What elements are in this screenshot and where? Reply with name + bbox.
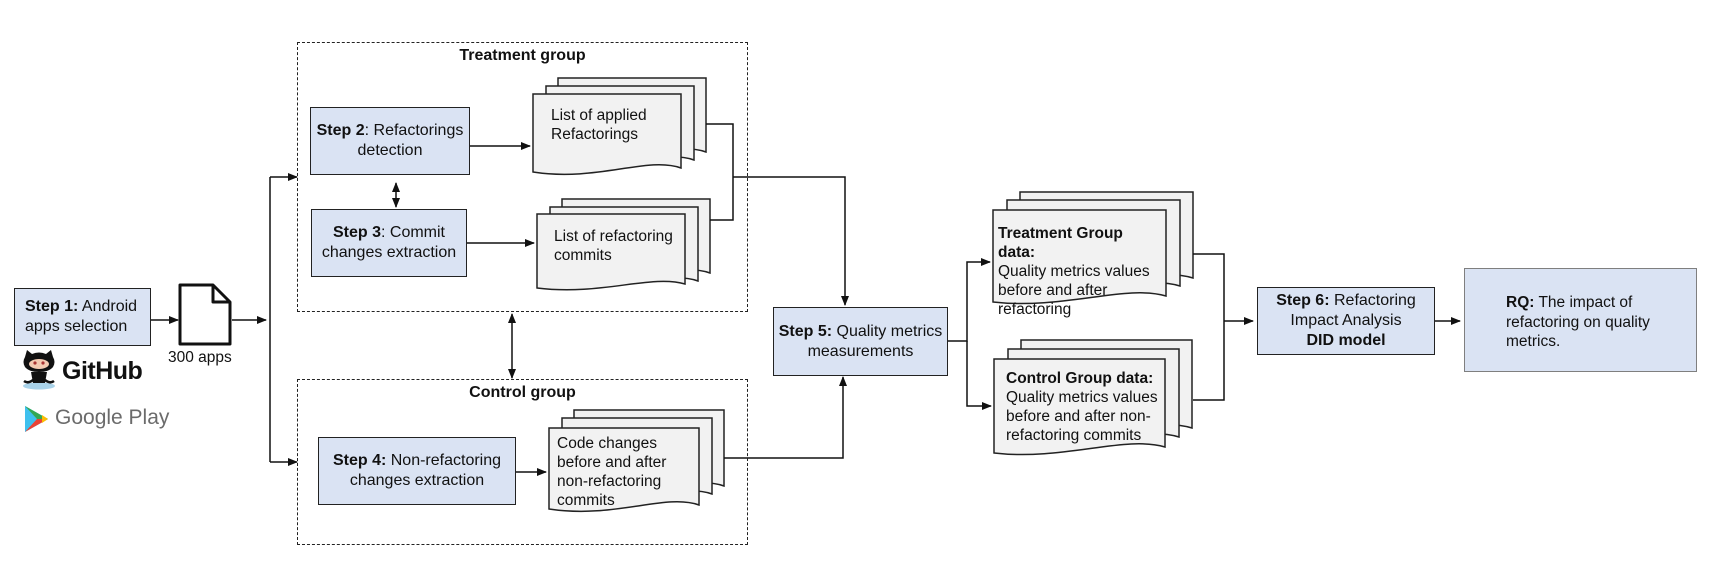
control-data-body: Quality metrics values before and after … [1006,389,1158,444]
rq-box: RQ: The impact of refactoring on quality… [1464,268,1697,372]
doc-control-data [993,339,1193,456]
google-play-icon [25,406,48,432]
treatment-data-label: Treatment Group data: [998,225,1123,261]
step6-label: Step 6: [1276,292,1330,309]
doc-code-changes [548,409,725,513]
control-group-title: Control group [469,384,576,401]
treatment-group-title: Treatment group [459,47,586,64]
step5-text: Quality metrics measurements [807,322,943,360]
step6-box: Step 6: Refactoring Impact Analysis DID … [1257,287,1435,355]
treatment-data-text: Treatment Group data: Quality metrics va… [998,224,1164,319]
control-group-container: Control group [297,379,748,545]
doc-applied-text: List of applied Refactorings [551,107,647,143]
control-data-text: Control Group data: Quality metrics valu… [1006,369,1164,445]
step1-box: Step 1: Android apps selection [14,288,151,346]
step2-text: : Refactorings detection [357,122,464,159]
step5-label: Step 5: [778,322,833,340]
rq-label: RQ: [1506,294,1535,311]
control-data-label: Control Group data: [1006,370,1154,387]
doc-changes-text: Code changes before and after non-refact… [557,435,667,509]
step4-box: Step 4: Non-refactoring changes extracti… [318,437,516,505]
doc-refactoring-commits [536,198,711,291]
step1-label: Step 1: [25,298,79,315]
doc-commits-text: List of refactoring commits [554,228,673,264]
google-play-logo-text: Google Play [55,406,170,429]
step2-label: Step 2 [316,122,365,139]
doc-treatment-data [992,191,1194,305]
step4-text: Non-refactoring changes extraction [349,452,502,489]
step6-model: DID model [1306,332,1386,349]
treatment-group-container: Treatment group [297,42,748,312]
github-octocat-icon [23,350,55,390]
file-icon [178,283,232,346]
step3-box: Step 3: Commit changes extraction [311,209,467,277]
rq-text: The impact of refactoring on quality met… [1506,294,1650,350]
step4-label: Step 4: [332,452,387,469]
step3-label: Step 3 [332,224,381,241]
treatment-data-body: Quality metrics values before and after … [998,263,1150,318]
github-logo-text: GitHub [62,357,143,385]
doc-applied-refactorings [532,77,707,176]
step6-text: Refactoring Impact Analysis [1290,292,1416,329]
step5-box: Step 5: Quality metrics measurements [773,307,948,376]
step1-text: Android apps selection [25,298,138,335]
connectors [151,123,1461,476]
step3-text: : Commit changes extraction [321,224,457,261]
file-count-label: 300 apps [168,349,232,366]
step2-box: Step 2: Refactorings detection [310,107,470,175]
